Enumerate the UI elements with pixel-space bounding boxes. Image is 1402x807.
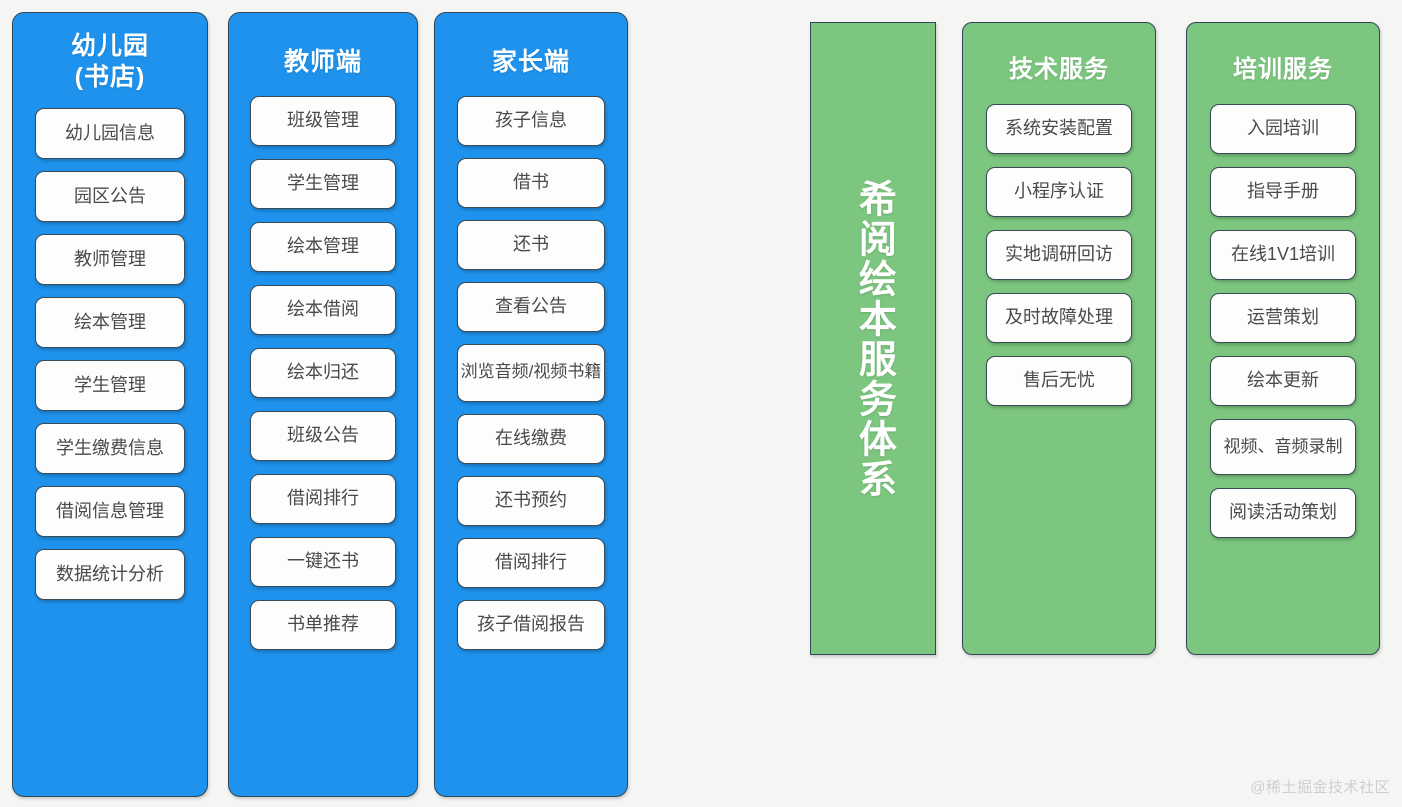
column-tech-service: 技术服务 系统安装配置 小程序认证 实地调研回访 及时故障处理 售后无忧 [962, 22, 1156, 655]
column-header-tech-service: 技术服务 [1009, 56, 1109, 83]
column-items-kindergarten: 幼儿园信息 园区公告 教师管理 绘本管理 学生管理 学生缴费信息 借阅信息管理 … [13, 108, 207, 600]
feature-card[interactable]: 小程序认证 [986, 167, 1132, 218]
feature-card[interactable]: 绘本管理 [35, 297, 185, 348]
column-header-training-service: 培训服务 [1233, 56, 1333, 83]
feature-card[interactable]: 教师管理 [35, 234, 185, 285]
feature-card[interactable]: 借阅信息管理 [35, 486, 185, 537]
column-items-teacher: 班级管理 学生管理 绘本管理 绘本借阅 绘本归还 班级公告 借阅排行 一键还书 … [229, 95, 417, 650]
feature-card[interactable]: 在线1V1培训 [1210, 230, 1356, 281]
column-kindergarten: 幼儿园 (书店) 幼儿园信息 园区公告 教师管理 绘本管理 学生管理 学生缴费信… [12, 12, 208, 797]
feature-card[interactable]: 绘本管理 [250, 221, 396, 272]
feature-card[interactable]: 学生管理 [250, 158, 396, 209]
feature-card[interactable]: 还书 [457, 219, 605, 270]
feature-card[interactable]: 指导手册 [1210, 167, 1356, 218]
feature-card[interactable]: 绘本借阅 [250, 284, 396, 335]
feature-card[interactable]: 幼儿园信息 [35, 108, 185, 159]
column-items-tech-service: 系统安装配置 小程序认证 实地调研回访 及时故障处理 售后无忧 [963, 104, 1155, 407]
feature-card[interactable]: 浏览音频/视频书籍 [457, 343, 605, 402]
column-training-service: 培训服务 入园培训 指导手册 在线1V1培训 运营策划 绘本更新 视频、音频录制… [1186, 22, 1380, 655]
feature-card[interactable]: 绘本归还 [250, 347, 396, 398]
feature-card[interactable]: 书单推荐 [250, 599, 396, 650]
column-header-kindergarten: 幼儿园 (书店) [70, 32, 149, 91]
vertical-banner: 希阅绘本服务体系 [810, 22, 936, 655]
column-items-parent: 孩子信息 借书 还书 查看公告 浏览音频/视频书籍 在线缴费 还书预约 借阅排行… [435, 95, 627, 650]
feature-card[interactable]: 及时故障处理 [986, 293, 1132, 344]
feature-card[interactable]: 在线缴费 [457, 413, 605, 464]
feature-card[interactable]: 借阅排行 [457, 537, 605, 588]
column-header-parent: 家长端 [491, 48, 570, 76]
feature-card[interactable]: 学生缴费信息 [35, 423, 185, 474]
feature-card[interactable]: 孩子信息 [457, 95, 605, 146]
feature-card[interactable]: 系统安装配置 [986, 104, 1132, 155]
feature-card[interactable]: 学生管理 [35, 360, 185, 411]
feature-card[interactable]: 查看公告 [457, 281, 605, 332]
feature-card[interactable]: 数据统计分析 [35, 549, 185, 600]
column-parent: 家长端 孩子信息 借书 还书 查看公告 浏览音频/视频书籍 在线缴费 还书预约 … [434, 12, 628, 797]
feature-card[interactable]: 运营策划 [1210, 293, 1356, 344]
feature-card[interactable]: 借阅排行 [250, 473, 396, 524]
feature-card[interactable]: 售后无忧 [986, 356, 1132, 407]
feature-card[interactable]: 还书预约 [457, 475, 605, 526]
feature-card[interactable]: 视频、音频录制 [1210, 419, 1356, 476]
feature-card[interactable]: 班级公告 [250, 410, 396, 461]
feature-card[interactable]: 绘本更新 [1210, 356, 1356, 407]
feature-card[interactable]: 孩子借阅报告 [457, 599, 605, 650]
feature-card[interactable]: 入园培训 [1210, 104, 1356, 155]
watermark: @稀土掘金技术社区 [1250, 779, 1390, 796]
feature-card[interactable]: 班级管理 [250, 95, 396, 146]
feature-card[interactable]: 实地调研回访 [986, 230, 1132, 281]
feature-card[interactable]: 阅读活动策划 [1210, 488, 1356, 539]
banner-title: 希阅绘本服务体系 [852, 178, 895, 499]
column-teacher: 教师端 班级管理 学生管理 绘本管理 绘本借阅 绘本归还 班级公告 借阅排行 一… [228, 12, 418, 797]
column-header-teacher: 教师端 [283, 48, 362, 76]
feature-card[interactable]: 园区公告 [35, 171, 185, 222]
feature-card[interactable]: 借书 [457, 157, 605, 208]
feature-card[interactable]: 一键还书 [250, 536, 396, 587]
column-items-training-service: 入园培训 指导手册 在线1V1培训 运营策划 绘本更新 视频、音频录制 阅读活动… [1187, 104, 1379, 539]
